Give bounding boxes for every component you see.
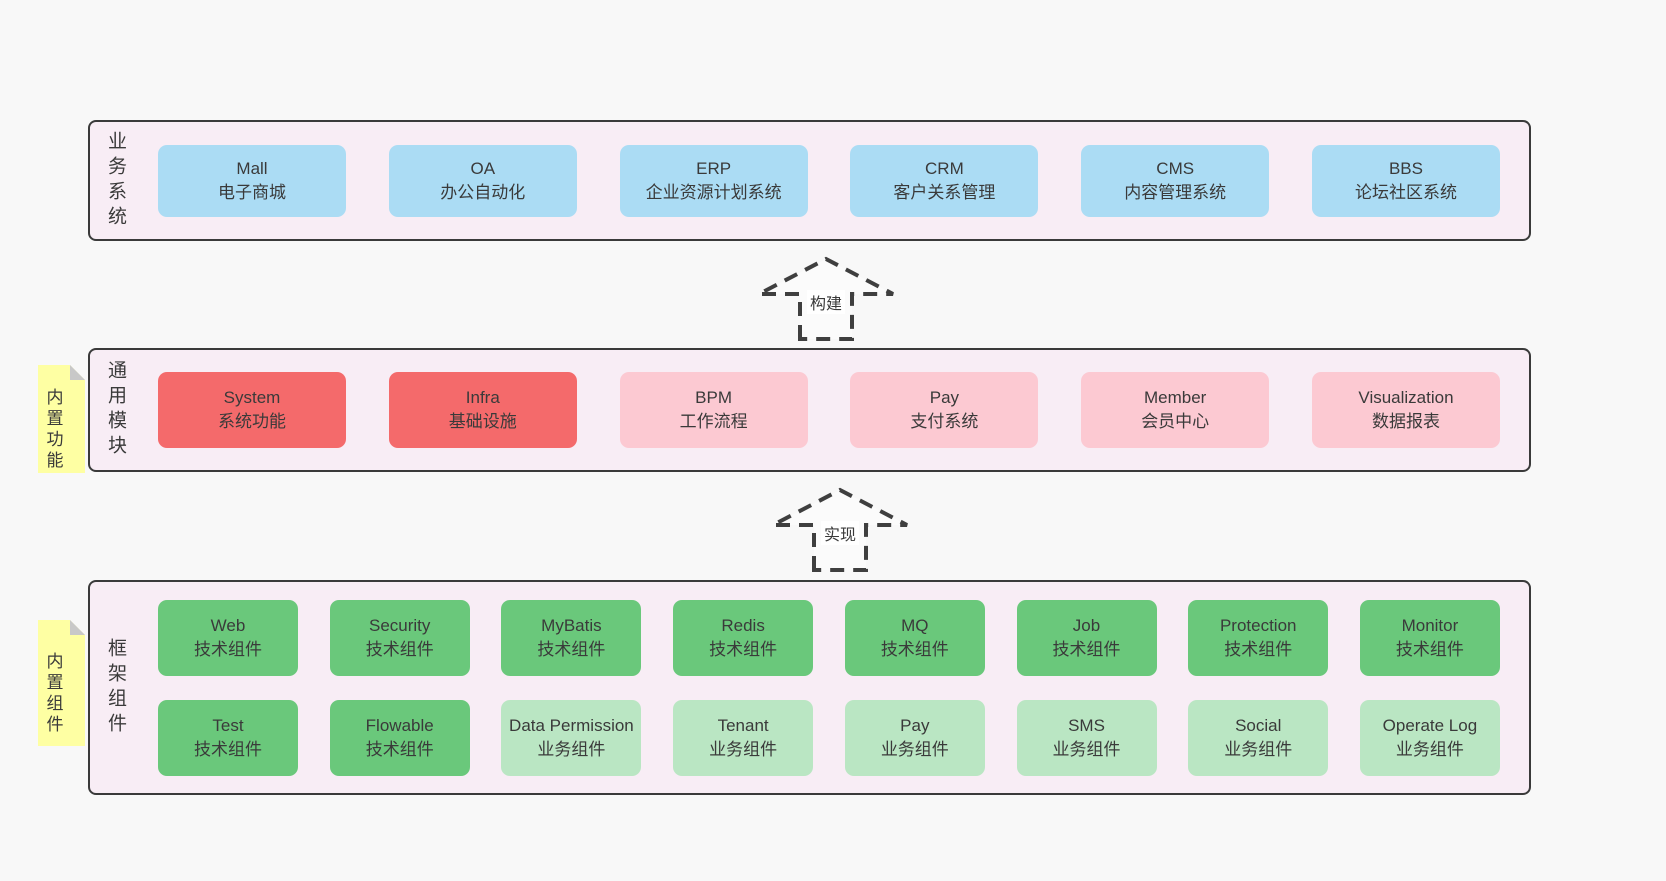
framework-components-rows: Web 技术组件 Security 技术组件 MyBatis 技术组件 Redi… bbox=[140, 599, 1529, 776]
box-erp: ERP 企业资源计划系统 bbox=[619, 144, 808, 217]
framework-components-row-1: Web 技术组件 Security 技术组件 MyBatis 技术组件 Redi… bbox=[158, 599, 1500, 676]
box-test: Test 技术组件 bbox=[158, 699, 298, 776]
box-crm: CRM 客户关系管理 bbox=[850, 144, 1039, 217]
box-job: Job 技术组件 bbox=[1016, 599, 1157, 676]
box-bbs: BBS 论坛社区系统 bbox=[1311, 144, 1500, 217]
box-web: Web 技术组件 bbox=[158, 599, 298, 676]
business-systems-label: 业务系统 bbox=[105, 130, 126, 231]
box-mq: MQ 技术组件 bbox=[844, 599, 985, 676]
box-tenant: Tenant 业务组件 bbox=[673, 699, 814, 776]
builtin-features-sticky-note: 内置功能 bbox=[38, 365, 85, 473]
build-arrow-label: 构建 bbox=[806, 290, 846, 314]
box-oa: OA 办公自动化 bbox=[388, 144, 577, 217]
box-cms: CMS 内容管理系统 bbox=[1081, 144, 1270, 217]
box-member: Member 会员中心 bbox=[1081, 372, 1270, 448]
box-data-permission: Data Permission 业务组件 bbox=[501, 699, 642, 776]
box-monitor: Monitor 技术组件 bbox=[1359, 599, 1500, 676]
box-pay-component: Pay 业务组件 bbox=[844, 699, 985, 776]
builtin-features-label: 内置功能 bbox=[43, 388, 63, 472]
box-mybatis: MyBatis 技术组件 bbox=[501, 599, 642, 676]
business-systems-row: Mall 电子商城 OA 办公自动化 ERP 企业资源计划系统 CRM 客户关系… bbox=[158, 144, 1500, 217]
framework-components-label: 框架组件 bbox=[105, 637, 126, 738]
implement-arrow-icon: 实现 bbox=[770, 487, 910, 573]
builtin-components-sticky-note: 内置组件 bbox=[38, 620, 85, 746]
framework-components-panel: 框架组件 Web 技术组件 Security 技术组件 MyBatis 技术组件… bbox=[88, 580, 1531, 795]
common-modules-panel: 通用模块 System 系统功能 Infra 基础设施 BPM 工作流程 Pay… bbox=[88, 348, 1531, 472]
common-modules-rows: System 系统功能 Infra 基础设施 BPM 工作流程 Pay 支付系统… bbox=[140, 372, 1529, 448]
box-system: System 系统功能 bbox=[158, 372, 346, 448]
box-infra: Infra 基础设施 bbox=[388, 372, 577, 448]
common-modules-row: System 系统功能 Infra 基础设施 BPM 工作流程 Pay 支付系统… bbox=[158, 372, 1500, 448]
box-social: Social 业务组件 bbox=[1188, 699, 1329, 776]
build-arrow-icon: 构建 bbox=[756, 256, 896, 342]
box-flowable: Flowable 技术组件 bbox=[329, 699, 470, 776]
box-redis: Redis 技术组件 bbox=[673, 599, 814, 676]
framework-components-row-2: Test 技术组件 Flowable 技术组件 Data Permission … bbox=[158, 699, 1500, 776]
business-systems-panel: 业务系统 Mall 电子商城 OA 办公自动化 ERP 企业资源计划系统 CRM… bbox=[88, 120, 1531, 241]
box-security: Security 技术组件 bbox=[329, 599, 470, 676]
box-visualization: Visualization 数据报表 bbox=[1311, 372, 1500, 448]
box-operate-log: Operate Log 业务组件 bbox=[1359, 699, 1500, 776]
implement-arrow-label: 实现 bbox=[820, 521, 860, 545]
box-mall: Mall 电子商城 bbox=[158, 144, 346, 217]
box-protection: Protection 技术组件 bbox=[1188, 599, 1329, 676]
box-bpm: BPM 工作流程 bbox=[619, 372, 808, 448]
box-sms: SMS 业务组件 bbox=[1016, 699, 1157, 776]
common-modules-label: 通用模块 bbox=[105, 360, 126, 460]
box-pay-module: Pay 支付系统 bbox=[850, 372, 1039, 448]
business-systems-rows: Mall 电子商城 OA 办公自动化 ERP 企业资源计划系统 CRM 客户关系… bbox=[140, 144, 1529, 217]
builtin-components-label: 内置组件 bbox=[43, 652, 63, 736]
